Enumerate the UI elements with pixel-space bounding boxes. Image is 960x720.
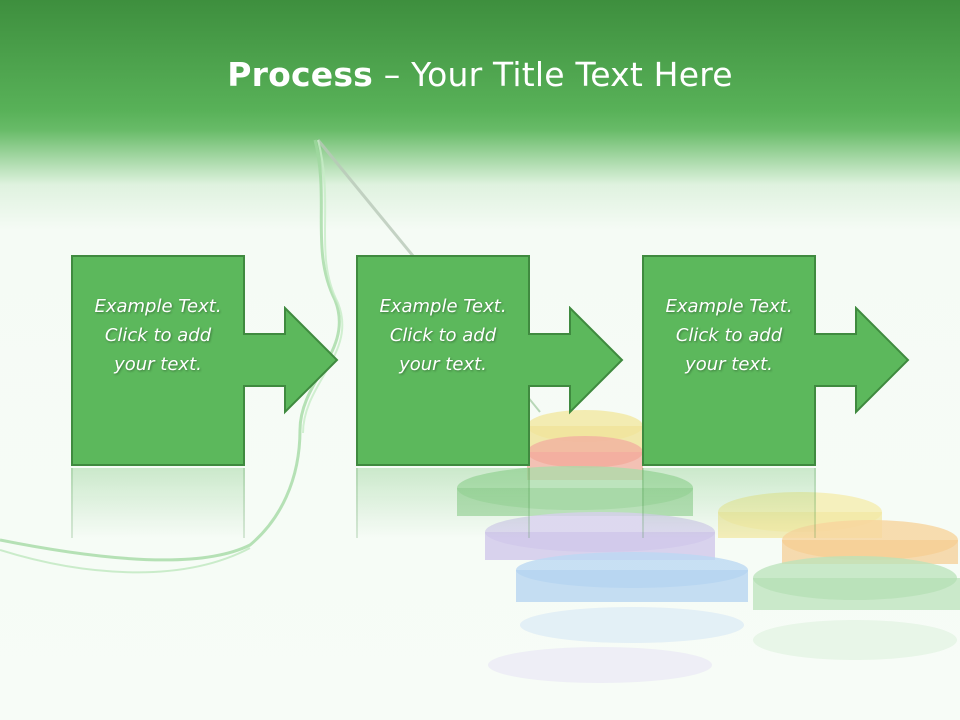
title-rest-part: – Your Title Text Here bbox=[373, 55, 733, 94]
step-3-line-3: your text. bbox=[685, 354, 773, 375]
step-2-line-2: Click to add bbox=[389, 325, 497, 346]
title-bar: Process – Your Title Text Here bbox=[0, 40, 960, 110]
process-step-2[interactable]: Example Text. Click to add your text. bbox=[356, 255, 530, 466]
step-1-line-3: your text. bbox=[114, 354, 202, 375]
step-1-reflection bbox=[71, 468, 245, 538]
step-3-line-1: Example Text. bbox=[665, 296, 793, 317]
process-step-3[interactable]: Example Text. Click to add your text. bbox=[642, 255, 816, 466]
step-2-line-1: Example Text. bbox=[379, 296, 507, 317]
step-1-line-2: Click to add bbox=[104, 325, 212, 346]
step-2-reflection bbox=[356, 468, 530, 538]
step-3-text: Example Text. Click to add your text. bbox=[665, 292, 792, 379]
step-1-line-1: Example Text. bbox=[94, 296, 222, 317]
title-bold-part: Process bbox=[227, 55, 374, 94]
arrow-right-icon bbox=[243, 306, 339, 415]
arrow-right-icon bbox=[528, 306, 624, 415]
thread-shape bbox=[0, 139, 341, 562]
step-3-reflection bbox=[642, 468, 816, 538]
process-step-1[interactable]: Example Text. Click to add your text. bbox=[71, 255, 245, 466]
needle-shape bbox=[316, 139, 420, 263]
step-2-text: Example Text. Click to add your text. bbox=[379, 292, 506, 379]
slide-title[interactable]: Process – Your Title Text Here bbox=[227, 40, 733, 110]
step-3-line-2: Click to add bbox=[675, 325, 783, 346]
step-2-line-3: your text. bbox=[399, 354, 487, 375]
step-1-text: Example Text. Click to add your text. bbox=[94, 292, 221, 379]
arrow-right-icon bbox=[814, 306, 910, 415]
